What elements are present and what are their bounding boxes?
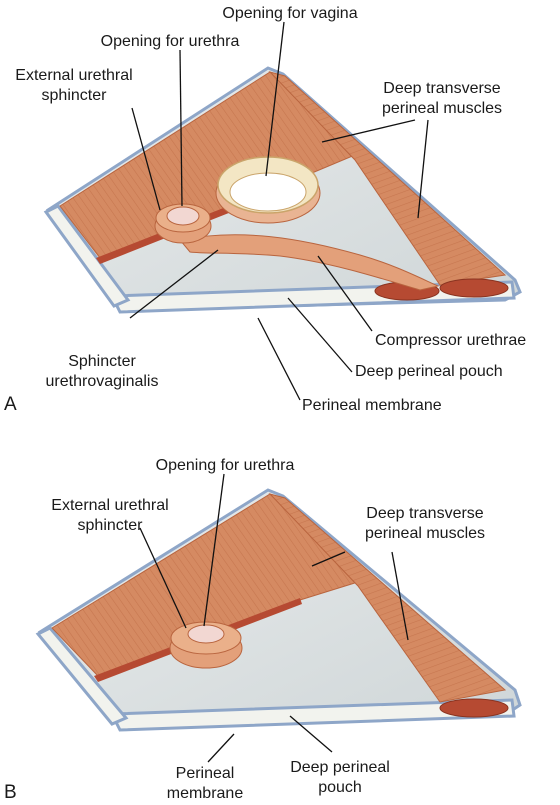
label-deep-pouch-1-b: Deep perineal [290, 759, 390, 776]
label-deep-pouch-a: Deep perineal pouch [355, 363, 503, 380]
label-ext-sphincter-2-b: sphincter [78, 517, 144, 534]
label-deep-transverse-1-b: Deep transverse [366, 505, 483, 522]
deep-transverse-muscle-left-a [59, 71, 356, 259]
urethra-opening-b [187, 624, 225, 644]
label-compressor-a: Compressor urethrae [375, 332, 526, 349]
compressor-urethrae-a [179, 234, 440, 291]
urethra-opening-a [166, 206, 200, 226]
label-deep-transverse-2-b: perineal muscles [365, 525, 485, 542]
label-ext-sphincter-1-a: External urethral [15, 67, 132, 84]
front-rim-b [109, 698, 516, 732]
label-opening-urethra-a: Opening for urethra [101, 33, 240, 50]
label-opening-urethra-b: Opening for urethra [156, 457, 295, 474]
cut-surface-front-2-a [439, 278, 509, 298]
deep-transverse-muscle-right-b [268, 493, 507, 703]
panel-label-b: B [4, 782, 17, 803]
panel-label-a: A [4, 394, 17, 415]
label-deep-transverse-1-a: Deep transverse [383, 80, 500, 97]
label-sphincter-uv-2-a: urethrovaginalis [46, 373, 159, 390]
label-perineal-membrane-a: Perineal membrane [302, 397, 442, 414]
label-ext-sphincter-2-a: sphincter [42, 87, 108, 104]
label-opening-vagina-a: Opening for vagina [222, 5, 357, 22]
label-deep-pouch-2-b: pouch [318, 779, 362, 796]
label-perineal-membrane-1-b: Perineal [176, 765, 235, 782]
label-ext-sphincter-1-b: External urethral [51, 497, 168, 514]
vagina-opening-a [229, 172, 307, 212]
left-rim-b [35, 626, 129, 726]
panel-b: Opening for urethra External urethral sp… [4, 457, 522, 803]
label-sphincter-uv-1-a: Sphincter [68, 353, 136, 370]
label-deep-transverse-2-a: perineal muscles [382, 100, 502, 117]
left-rim-a [43, 204, 131, 308]
panel-a: Opening for vagina Opening for urethra E… [4, 5, 526, 415]
cut-surface-front-b [439, 698, 509, 718]
deep-transverse-muscle-left-b [51, 493, 359, 677]
label-perineal-membrane-2-b: membrane [167, 785, 244, 802]
